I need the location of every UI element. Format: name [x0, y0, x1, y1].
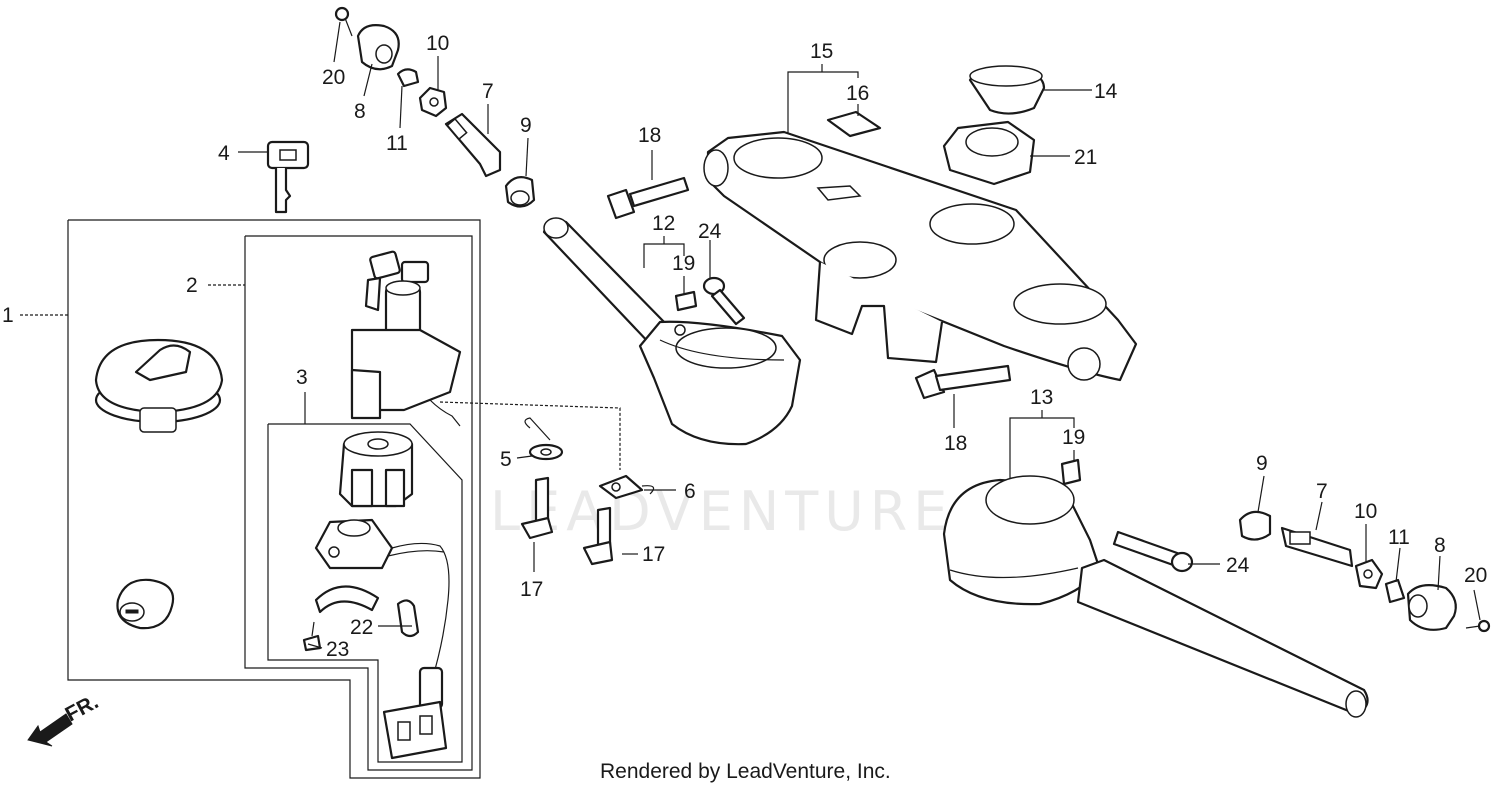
harness-clamp-icon [396, 599, 420, 638]
washer-6-icon [598, 474, 655, 500]
washer-5-icon [524, 417, 564, 461]
top-bridge-icon [703, 130, 1138, 382]
callout-4: 4 [218, 142, 230, 165]
small-screw-icon [302, 621, 322, 652]
callout-15: 15 [810, 40, 833, 63]
callout-11-left: 11 [386, 132, 408, 155]
connector-icon [382, 666, 448, 760]
fuel-cap-lock-icon [94, 338, 224, 433]
ignition-switch-icon [350, 250, 621, 470]
clip-icon [314, 585, 380, 614]
bar-end-weight-left-icon [356, 24, 400, 71]
rubber-9-left-icon [504, 175, 536, 208]
callout-2: 2 [186, 274, 198, 297]
bolt-18-left-icon [606, 176, 690, 220]
key-icon [266, 140, 310, 214]
callout-18-left: 18 [638, 124, 661, 147]
bolt-18-right-icon [914, 364, 1012, 400]
kit-outline-3 [267, 392, 463, 763]
callout-16: 16 [846, 82, 869, 105]
callout-9-left: 9 [520, 114, 532, 137]
callout-11-right: 11 [1388, 526, 1410, 549]
callout-23: 23 [326, 638, 349, 661]
render-credit: Rendered by LeadVenture, Inc. [600, 760, 891, 783]
bolt-17-right-icon [582, 506, 614, 566]
callout-21: 21 [1074, 146, 1097, 169]
callout-24-right: 24 [1226, 554, 1250, 577]
screw-20-right-icon [1465, 619, 1491, 633]
label-plate-16-icon [826, 110, 882, 138]
seat-lock-cylinder-icon [116, 578, 175, 630]
kit-outline-1 [20, 219, 481, 779]
bolt-24-left-icon [702, 276, 746, 326]
callout-7-right: 7 [1316, 480, 1328, 503]
callout-numbers: 1 2 3 4 5 6 7 7 8 8 9 9 10 10 11 11 12 1… [2, 32, 1487, 661]
callout-20-left: 20 [322, 66, 345, 89]
callout-17-left: 17 [520, 578, 543, 601]
callout-13: 13 [1030, 386, 1053, 409]
bolt-19-right-icon [1060, 458, 1082, 486]
callout-10-left: 10 [426, 32, 449, 55]
callout-24-left: 24 [698, 220, 722, 243]
rubber-9-right-icon [1238, 510, 1272, 541]
callout-5: 5 [500, 448, 512, 471]
clip-11-right-icon [1384, 578, 1406, 604]
callout-19-left: 19 [672, 252, 695, 275]
callout-14: 14 [1094, 80, 1118, 103]
clip-11-left-icon [396, 68, 420, 88]
callout-1: 1 [2, 304, 14, 327]
screw-20-left-icon [334, 6, 353, 37]
callout-19-right: 19 [1062, 426, 1085, 449]
leader-lines [238, 21, 1481, 649]
switch-body-icon [338, 431, 414, 508]
callout-20-right: 20 [1464, 564, 1487, 587]
handlebar-left-icon [542, 217, 802, 446]
nut-10-right-icon [1354, 558, 1384, 590]
bolt-24-right-icon [1112, 530, 1194, 573]
callout-6: 6 [684, 480, 696, 503]
callout-8-left: 8 [354, 100, 366, 123]
watermark: LEADVENTURE [490, 480, 953, 543]
bar-end-weight-right-icon [1406, 583, 1457, 631]
weight-shaft-7-left-icon [444, 112, 502, 178]
contact-base-icon [314, 518, 450, 681]
bolt-19-left-icon [674, 290, 698, 312]
callout-3: 3 [296, 366, 308, 389]
callout-8-right: 8 [1434, 534, 1446, 557]
callout-18-right: 18 [944, 432, 967, 455]
kit-outline-2 [208, 235, 473, 771]
callout-22: 22 [350, 616, 373, 639]
callout-7-left: 7 [482, 80, 494, 103]
callout-9-right: 9 [1256, 452, 1268, 475]
stem-nut-21-icon [942, 120, 1036, 186]
callout-10-right: 10 [1354, 500, 1377, 523]
weight-shaft-7-right-icon [1280, 526, 1354, 568]
handlebar-right-icon [942, 475, 1369, 718]
nut-10-left-icon [418, 86, 448, 118]
front-direction-arrow-icon [27, 713, 73, 747]
cap-14-icon [968, 65, 1046, 115]
callout-17-right: 17 [642, 543, 665, 566]
callout-12: 12 [652, 212, 675, 235]
bolt-17-left-icon [520, 476, 554, 540]
